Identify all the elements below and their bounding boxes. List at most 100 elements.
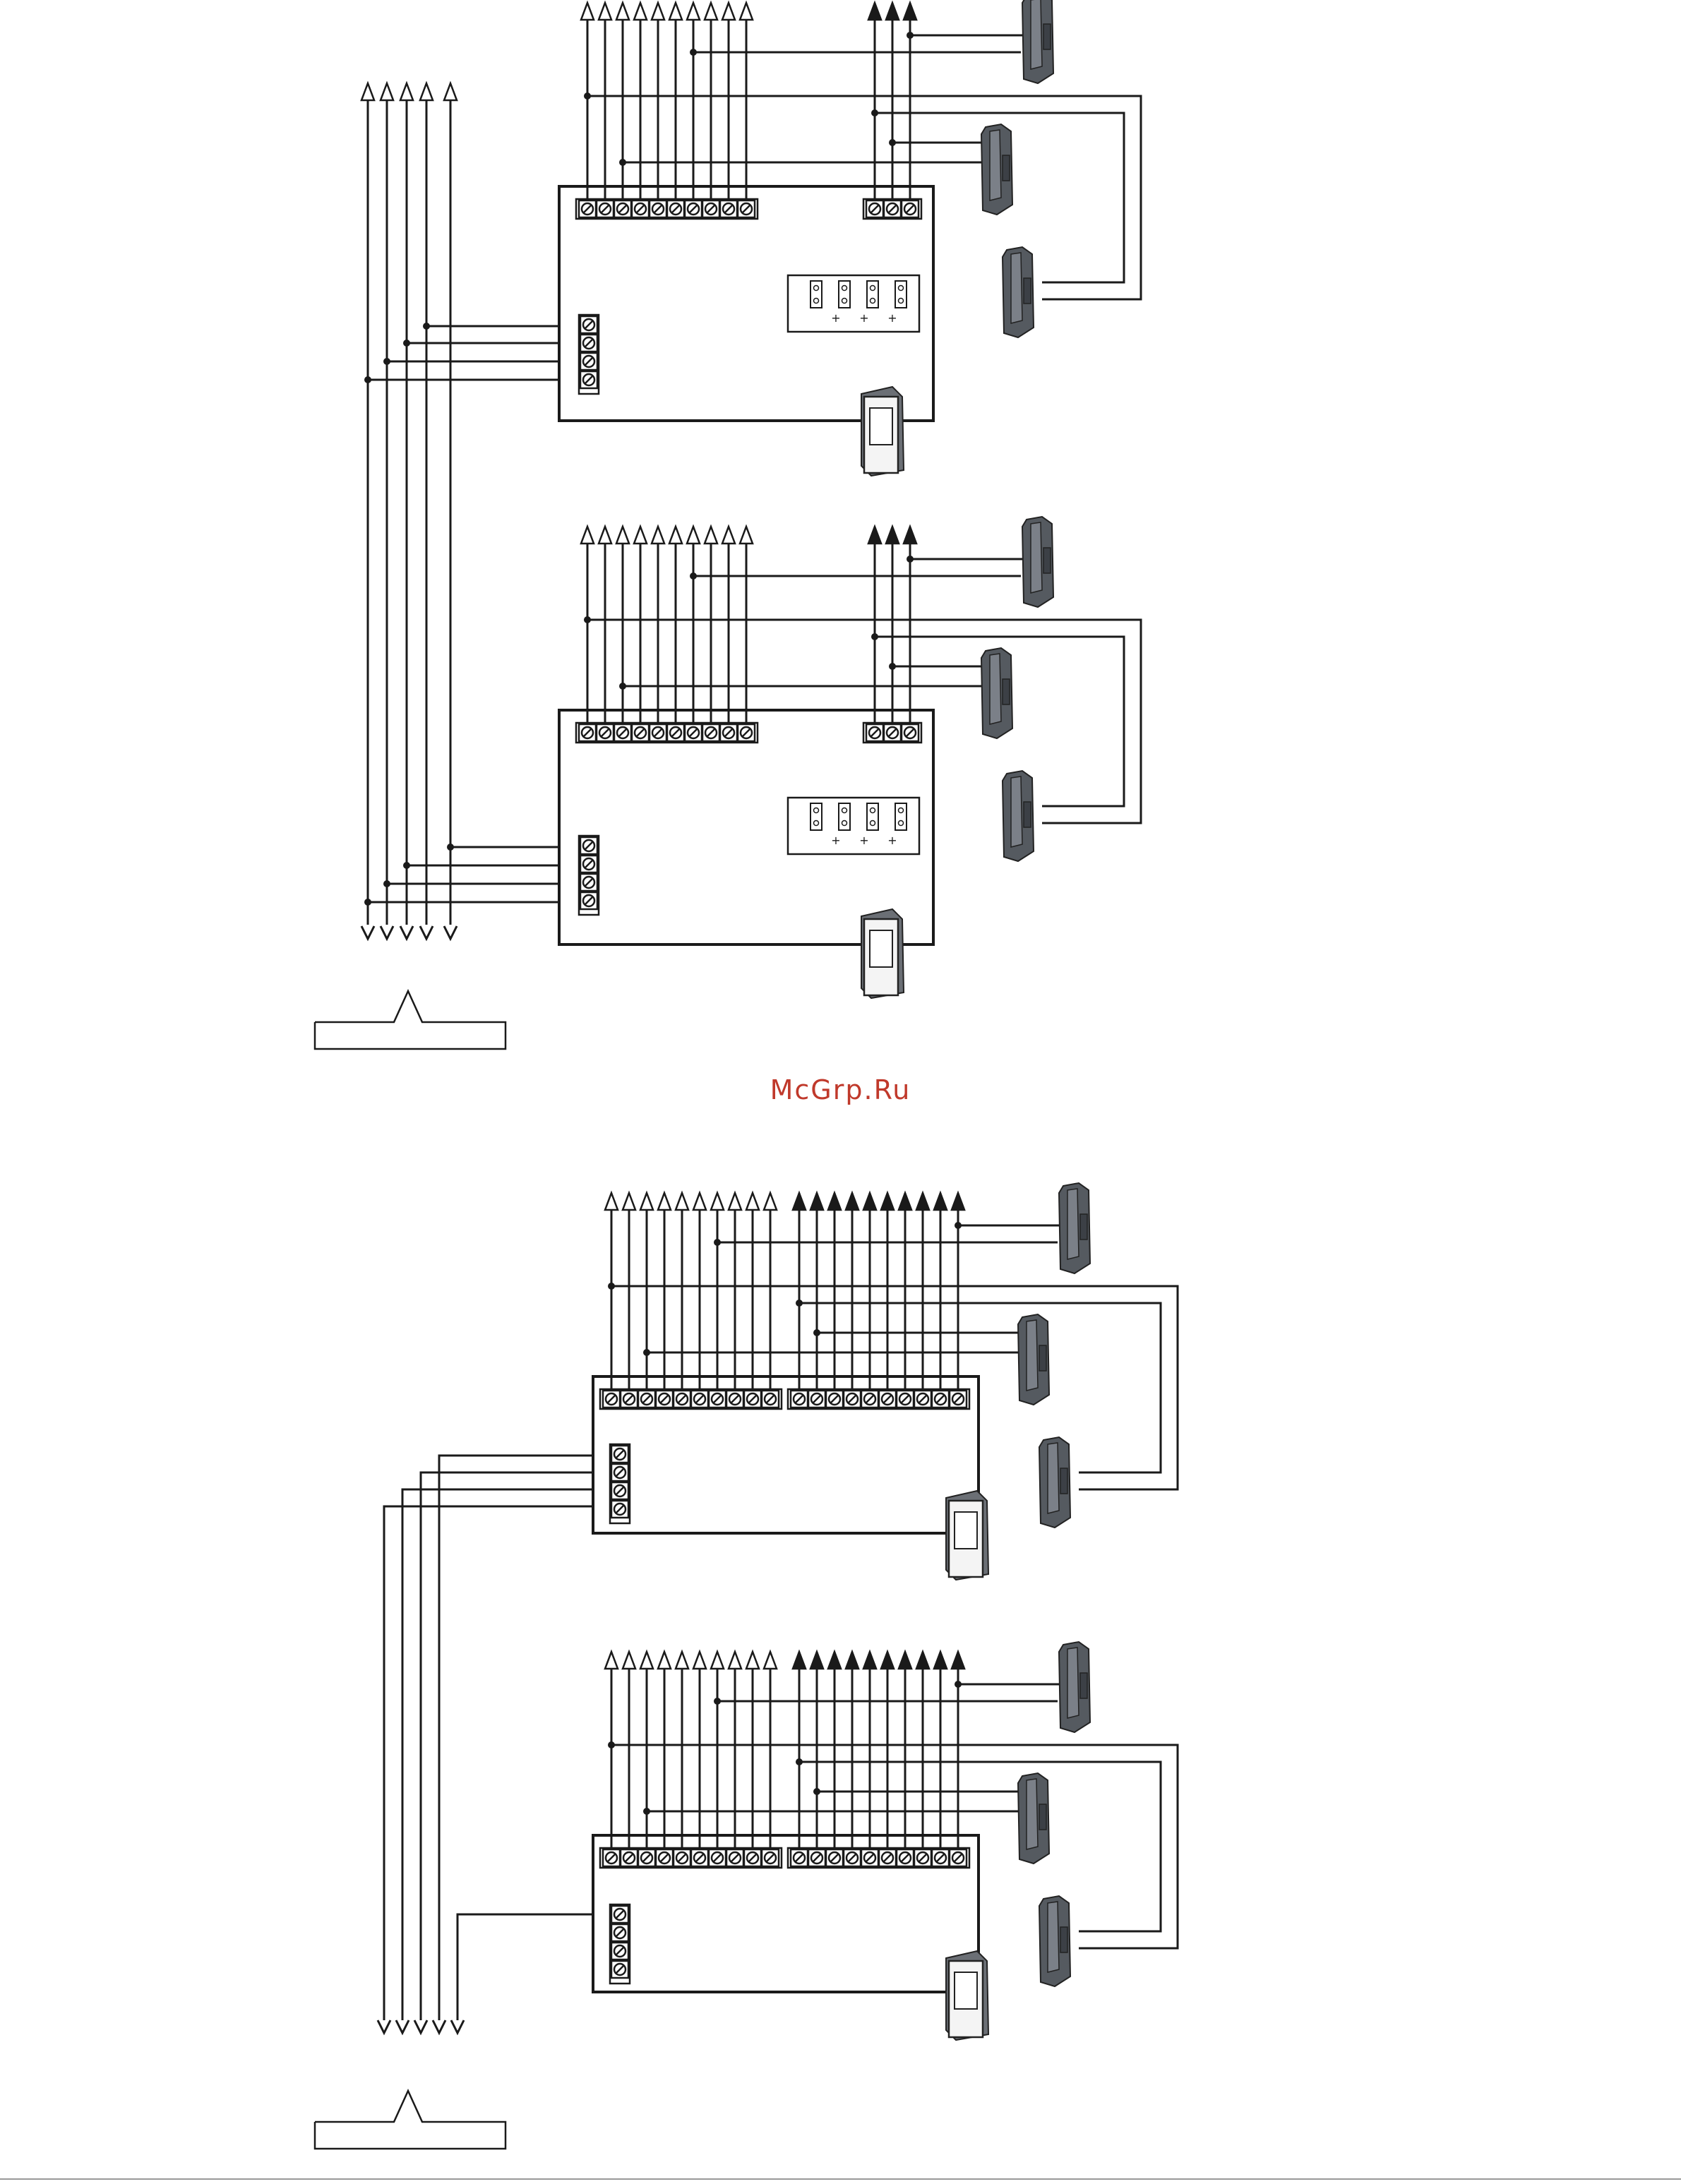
monitor-screen bbox=[955, 1972, 977, 2009]
screw-terminal-icon bbox=[744, 1849, 761, 1866]
distribution-unit: +++ bbox=[559, 517, 1141, 998]
handset-cradle bbox=[1039, 1345, 1046, 1371]
dip-switch-block: +++ bbox=[788, 275, 919, 332]
screw-terminal-icon bbox=[691, 1849, 708, 1866]
screw-terminal-icon bbox=[884, 724, 901, 741]
open-arrow-icon bbox=[687, 3, 700, 20]
screw-terminal-icon bbox=[691, 1391, 708, 1408]
screw-terminal-icon bbox=[902, 200, 919, 217]
terminal-strip-inputs bbox=[576, 199, 758, 219]
screw-terminal-icon bbox=[720, 200, 737, 217]
intercom-handset-icon bbox=[1018, 1314, 1049, 1405]
open-arrow-icon bbox=[711, 1652, 724, 1669]
handset-cradle bbox=[1043, 548, 1051, 573]
wire bbox=[384, 1506, 609, 2020]
screw-terminal-icon bbox=[579, 200, 596, 217]
open-arrow-icon bbox=[605, 1652, 618, 1669]
screw-terminal-icon bbox=[611, 1906, 628, 1923]
open-arrow-icon bbox=[420, 926, 433, 939]
power-supply-block bbox=[579, 315, 599, 394]
screw-terminal-icon bbox=[638, 1391, 655, 1408]
monitor-screen bbox=[870, 408, 892, 445]
handset-grip bbox=[1048, 1902, 1059, 1972]
handset-grip bbox=[1048, 1443, 1059, 1513]
open-arrow-icon bbox=[444, 83, 457, 100]
dip-switch bbox=[867, 803, 878, 830]
dip-switch bbox=[839, 281, 850, 308]
power-supply-block bbox=[610, 1444, 630, 1523]
base-outline bbox=[315, 991, 506, 1049]
handset-cradle bbox=[1039, 1804, 1046, 1830]
power-supply-base bbox=[315, 991, 506, 1049]
intercom-handset-icon bbox=[1039, 1437, 1070, 1528]
screw-terminal-icon bbox=[650, 724, 666, 741]
handset-cradle bbox=[1003, 679, 1010, 704]
handset-grip bbox=[1031, 522, 1042, 593]
video-monitor-icon bbox=[946, 1491, 988, 1580]
screw-terminal-icon bbox=[597, 200, 614, 217]
dip-switch bbox=[810, 803, 822, 830]
screw-terminal-icon bbox=[826, 1849, 843, 1866]
screw-terminal-icon bbox=[861, 1849, 878, 1866]
screw-terminal-icon bbox=[702, 724, 719, 741]
filled-arrow-icon bbox=[793, 1652, 806, 1669]
screw-terminal-icon bbox=[762, 1849, 779, 1866]
open-arrow-icon bbox=[764, 1193, 777, 1210]
scheme-1 bbox=[315, 83, 579, 1049]
handset-grip bbox=[1067, 1189, 1079, 1259]
intercom-handset-icon bbox=[1003, 247, 1034, 337]
open-arrow-icon bbox=[361, 83, 374, 100]
screw-terminal-icon bbox=[580, 874, 597, 891]
screw-terminal-icon bbox=[884, 200, 901, 217]
video-monitor-icon bbox=[946, 1951, 988, 2040]
screw-terminal-icon bbox=[702, 200, 719, 217]
screw-terminal-icon bbox=[580, 316, 597, 333]
handset-grip bbox=[990, 130, 1001, 200]
terminal-strip-inputs bbox=[576, 723, 758, 743]
wire bbox=[421, 1472, 609, 2020]
handset-cradle bbox=[1080, 1673, 1087, 1698]
screw-terminal-icon bbox=[738, 200, 755, 217]
screw-terminal-icon bbox=[580, 371, 597, 388]
intercom-handset-icon bbox=[981, 124, 1012, 215]
filled-arrow-icon bbox=[846, 1193, 859, 1210]
monitor-screen bbox=[955, 1512, 977, 1549]
handset-cradle bbox=[1060, 1927, 1067, 1952]
open-arrow-icon bbox=[581, 527, 594, 544]
open-arrow-icon bbox=[669, 3, 682, 20]
filled-arrow-icon bbox=[846, 1652, 859, 1669]
screw-terminal-icon bbox=[932, 1391, 949, 1408]
screw-terminal-icon bbox=[614, 724, 631, 741]
filled-arrow-icon bbox=[904, 3, 916, 20]
filled-arrow-icon bbox=[881, 1193, 894, 1210]
filled-arrow-icon bbox=[904, 527, 916, 544]
intercom-handset-icon bbox=[1018, 1773, 1049, 1864]
screw-terminal-icon bbox=[726, 1391, 743, 1408]
handset-grip bbox=[1027, 1779, 1038, 1849]
open-arrow-icon bbox=[711, 1193, 724, 1210]
open-arrow-icon bbox=[746, 1652, 759, 1669]
monitor-screen bbox=[870, 930, 892, 967]
wire bbox=[402, 1489, 609, 2020]
open-arrow-icon bbox=[640, 1652, 653, 1669]
filled-arrow-icon bbox=[899, 1652, 911, 1669]
open-arrow-icon bbox=[433, 2020, 445, 2033]
screw-terminal-icon bbox=[866, 724, 883, 741]
screw-terminal-icon bbox=[632, 724, 649, 741]
screw-terminal-icon bbox=[621, 1391, 638, 1408]
open-arrow-icon bbox=[640, 1193, 653, 1210]
handset-cradle bbox=[1060, 1468, 1067, 1494]
open-arrow-icon bbox=[687, 527, 700, 544]
open-arrow-icon bbox=[381, 83, 393, 100]
open-arrow-icon bbox=[581, 3, 594, 20]
open-arrow-icon bbox=[722, 527, 735, 544]
wire bbox=[439, 1456, 609, 2020]
screw-terminal-icon bbox=[685, 200, 702, 217]
screw-terminal-icon bbox=[674, 1849, 690, 1866]
dip-switch bbox=[895, 803, 907, 830]
screw-terminal-icon bbox=[611, 1961, 628, 1978]
screw-terminal-icon bbox=[580, 837, 597, 854]
open-arrow-icon bbox=[616, 527, 629, 544]
screw-terminal-icon bbox=[580, 856, 597, 872]
screw-terminal-icon bbox=[738, 724, 755, 741]
